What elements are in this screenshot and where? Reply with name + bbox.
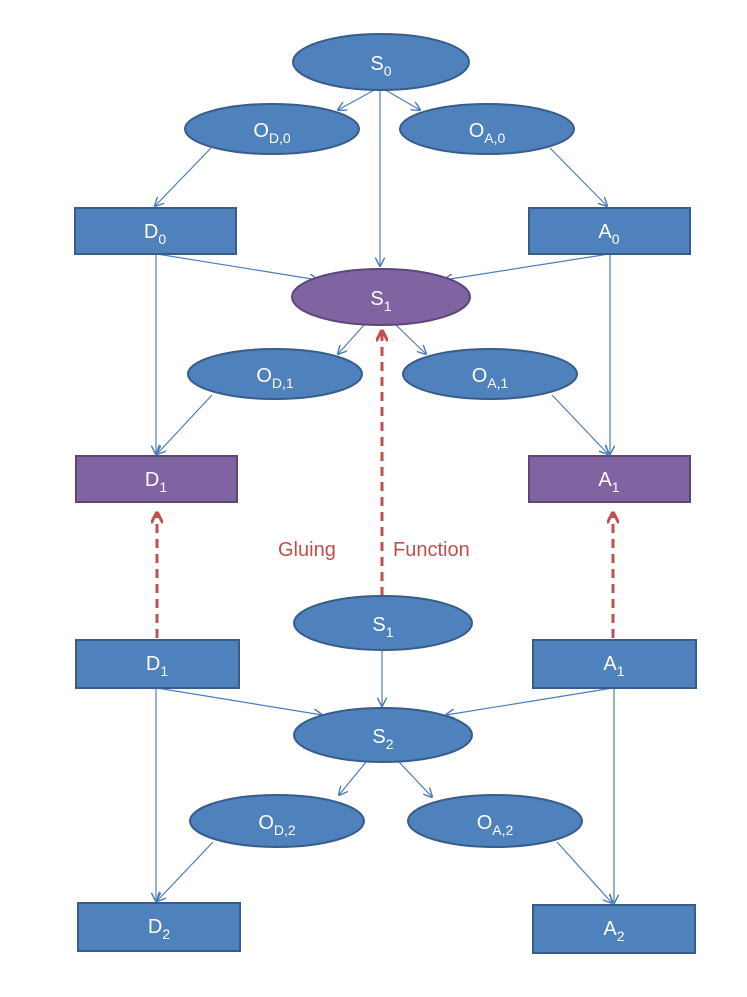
node-a1-bottom: A1	[532, 639, 697, 689]
edge-oa0-a0	[549, 147, 607, 206]
svg-text:A1: A1	[598, 469, 619, 495]
edge-s2-oa2	[398, 761, 432, 797]
edge-oa1-a1	[551, 394, 608, 454]
svg-text:D1: D1	[146, 653, 168, 679]
svg-text:OD,2: OD,2	[258, 812, 296, 838]
svg-text:OA,0: OA,0	[469, 120, 506, 146]
node-oa2: OA,2	[407, 794, 583, 848]
node-oa0: OA,0	[399, 103, 575, 155]
node-a2: A2	[532, 904, 696, 954]
edge-s1-od1	[338, 324, 365, 354]
edge-s2-od2	[339, 761, 367, 795]
node-s2: S2	[293, 707, 473, 763]
edges	[155, 87, 614, 903]
svg-text:A2: A2	[603, 918, 624, 944]
edge-a0-s1	[444, 253, 610, 280]
node-d0: D0	[74, 207, 237, 255]
node-od0: OD,0	[184, 103, 360, 155]
gluing-arrows	[157, 332, 613, 638]
edge-s0-od0	[338, 87, 379, 110]
edge-od1-d1	[157, 394, 213, 454]
svg-text:S1: S1	[370, 288, 391, 314]
svg-text:S1: S1	[372, 614, 393, 640]
svg-text:D2: D2	[148, 916, 170, 942]
node-d2: D2	[77, 902, 241, 952]
svg-text:OD,1: OD,1	[256, 365, 294, 391]
node-d1-top: D1	[75, 455, 238, 503]
svg-text:OD,0: OD,0	[253, 120, 291, 146]
node-od1: OD,1	[187, 348, 363, 400]
edge-oa2-a2	[556, 841, 612, 903]
edge-od0-d0	[155, 147, 212, 206]
svg-text:OA,1: OA,1	[472, 365, 509, 391]
edge-s0-oa0	[381, 87, 420, 110]
edge-a1b-s2	[446, 687, 614, 715]
svg-text:D1: D1	[145, 469, 167, 495]
node-d1-bottom: D1	[75, 639, 240, 689]
svg-text:S0: S0	[370, 53, 391, 79]
edge-od2-d2	[157, 841, 214, 901]
edge-s1-oa1	[395, 324, 426, 354]
svg-text:D0: D0	[144, 221, 166, 247]
node-oa1: OA,1	[402, 348, 578, 400]
node-s0: S0	[292, 33, 470, 91]
node-a0: A0	[528, 207, 691, 255]
gluing-label: Gluing	[278, 539, 336, 561]
edge-d1b-s2	[156, 687, 322, 715]
svg-text:OA,2: OA,2	[477, 812, 514, 838]
svg-text:A1: A1	[603, 653, 624, 679]
node-a1-top: A1	[528, 455, 691, 503]
svg-text:S2: S2	[372, 726, 393, 752]
edge-d0-s1	[156, 253, 318, 280]
node-s1-top: S1	[291, 268, 471, 326]
svg-text:A0: A0	[598, 221, 619, 247]
node-s1-bottom: S1	[293, 595, 473, 651]
function-label: Function	[393, 539, 470, 561]
node-od2: OD,2	[189, 794, 365, 848]
